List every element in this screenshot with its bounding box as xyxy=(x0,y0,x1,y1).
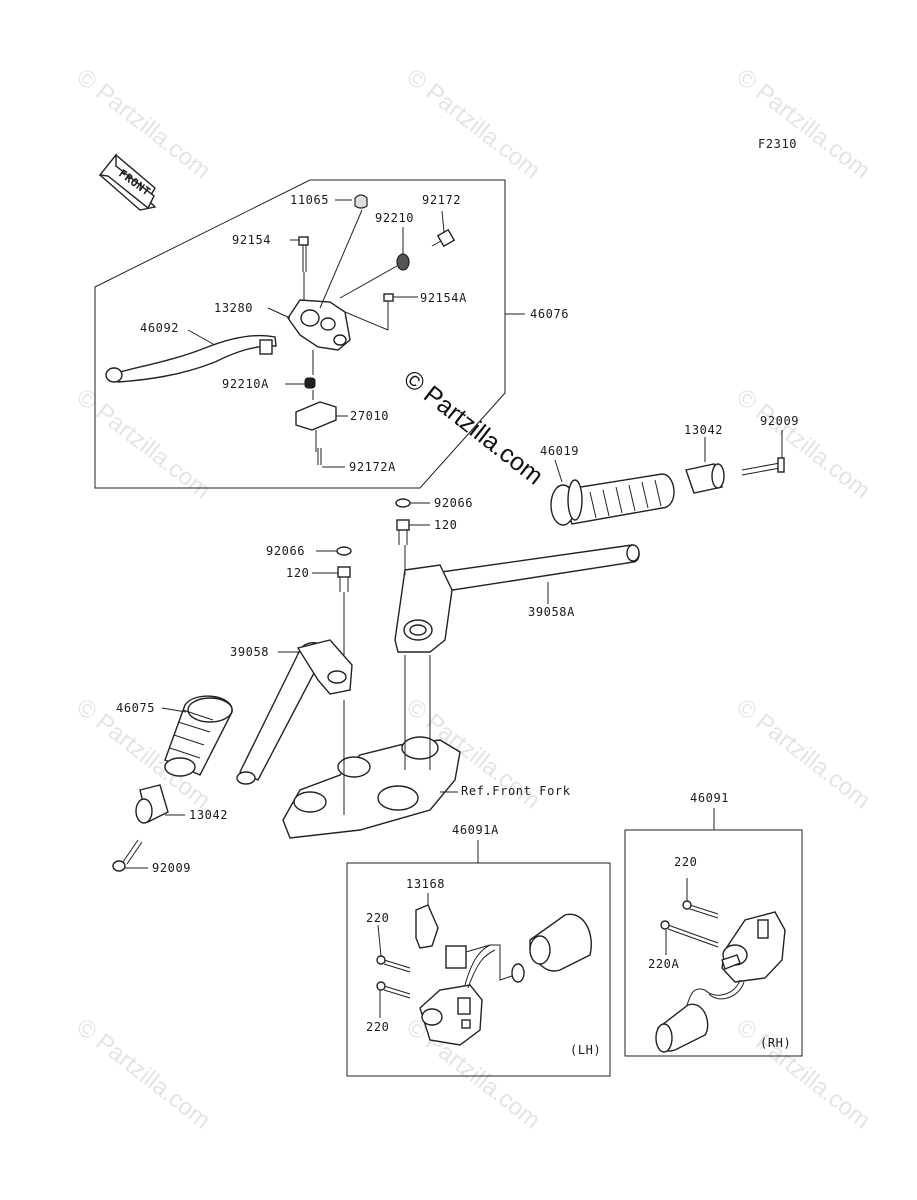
label-92009-right: 92009 xyxy=(760,414,799,428)
right-grip xyxy=(550,459,675,526)
label-92172: 92172 xyxy=(422,193,461,207)
label-92172a: 92172A xyxy=(349,460,396,474)
watermark: © Partzilla.com xyxy=(401,63,545,184)
label-46091a: 46091A xyxy=(452,823,499,837)
lever-assembly-box xyxy=(94,179,506,489)
left-grip xyxy=(161,695,233,777)
bolt xyxy=(396,519,430,545)
left-handlebar xyxy=(236,639,353,785)
label-92154a: 92154A xyxy=(420,291,467,305)
label-46091: 46091 xyxy=(690,791,729,805)
watermark: © Partzilla.com xyxy=(731,693,875,814)
end-bolt xyxy=(112,839,148,872)
adjuster-screw xyxy=(431,210,456,248)
label-ref-front-fork: Ref.Front Fork xyxy=(461,784,571,798)
label-220-lower-lh: 220 xyxy=(366,1020,389,1034)
label-46076: 46076 xyxy=(530,307,569,321)
collar xyxy=(135,784,185,824)
label-120-right: 120 xyxy=(434,518,457,532)
label-39058: 39058 xyxy=(230,645,269,659)
label-rh: (RH) xyxy=(760,1036,791,1050)
label-46019: 46019 xyxy=(540,444,579,458)
triple-clamp xyxy=(282,655,461,839)
bolt xyxy=(312,566,351,592)
label-92066-right: 92066 xyxy=(434,496,473,510)
lh-switch-housing xyxy=(419,984,483,1046)
screw xyxy=(682,878,719,919)
bolt xyxy=(290,236,309,272)
watermark: © Partzilla.com xyxy=(731,383,875,504)
label-27010: 27010 xyxy=(350,409,389,423)
lh-connector xyxy=(511,913,592,983)
screw xyxy=(317,448,345,468)
label-120-left: 120 xyxy=(286,566,309,580)
label-92154: 92154 xyxy=(232,233,271,247)
clutch-lever xyxy=(105,334,277,383)
switch-lever xyxy=(415,893,439,949)
watermark: © Partzilla.com xyxy=(71,383,215,504)
screw xyxy=(376,981,411,1018)
washer xyxy=(396,253,410,271)
cap xyxy=(354,194,368,209)
label-220a: 220A xyxy=(648,957,679,971)
diagram-code: F2310 xyxy=(758,137,797,151)
label-13168: 13168 xyxy=(406,877,445,891)
clutch-switch xyxy=(295,401,348,452)
center-watermark: © Partzilla.com xyxy=(398,365,548,491)
bolt xyxy=(344,293,418,331)
label-39058a: 39058A xyxy=(528,605,575,619)
label-220-rh: 220 xyxy=(674,855,697,869)
screw xyxy=(660,920,719,955)
front-arrow-icon: FRONT xyxy=(98,153,157,211)
label-lh: (LH) xyxy=(570,1043,601,1057)
label-92210a: 92210A xyxy=(222,377,269,391)
label-46092: 46092 xyxy=(140,321,179,335)
nut xyxy=(304,377,316,389)
label-92210: 92210 xyxy=(375,211,414,225)
rh-switch-wiring xyxy=(684,979,745,1011)
watermark: © Partzilla.com xyxy=(731,63,875,184)
watermark: © Partzilla.com xyxy=(71,63,215,184)
right-handlebar xyxy=(394,544,640,653)
label-220-upper-lh: 220 xyxy=(366,911,389,925)
screw xyxy=(376,924,411,973)
end-bolt xyxy=(741,430,785,476)
watermark: © Partzilla.com xyxy=(71,1013,215,1134)
label-13280: 13280 xyxy=(214,301,253,315)
label-92009-left: 92009 xyxy=(152,861,191,875)
label-11065: 11065 xyxy=(290,193,329,207)
rh-switch-housing xyxy=(721,911,786,983)
lever-holder xyxy=(287,299,351,351)
label-13042-right: 13042 xyxy=(684,423,723,437)
washer xyxy=(395,498,411,508)
lh-switch-wiring xyxy=(445,944,516,989)
label-13042-left: 13042 xyxy=(189,808,228,822)
part-labels: 11065 92172 92210 92154 92154A 13280 460… xyxy=(116,193,799,1057)
collar xyxy=(685,437,725,494)
washer xyxy=(336,546,352,556)
label-92066-left: 92066 xyxy=(266,544,305,558)
rh-connector xyxy=(655,1003,709,1053)
label-46075: 46075 xyxy=(116,701,155,715)
watermark: © Partzilla.com xyxy=(731,1013,875,1134)
